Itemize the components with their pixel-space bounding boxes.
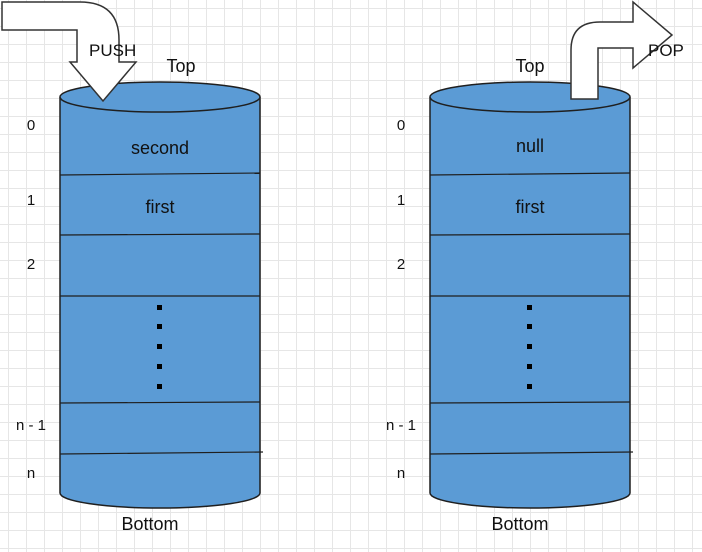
- right-index-2: 2: [397, 256, 405, 273]
- right-divider-4: [429, 401, 631, 404]
- pop-label: POP: [648, 41, 684, 60]
- left-index-2: 2: [27, 256, 35, 273]
- right-top-label: Top: [515, 56, 544, 76]
- right-ellipsis-dots: [527, 305, 532, 389]
- right-divider-2: [429, 233, 631, 236]
- left-divider-5: [59, 451, 264, 455]
- left-divider-2: [59, 233, 261, 236]
- right-divider-5: [429, 451, 634, 455]
- right-stack: null first 0 1 2 n - 1 n Top Bottom POP: [386, 0, 684, 534]
- left-top-label: Top: [166, 56, 195, 76]
- right-bottom-label: Bottom: [491, 514, 548, 534]
- push-label: PUSH: [89, 41, 136, 60]
- left-index-n: n: [27, 465, 35, 482]
- left-index-n-minus-1: n - 1: [16, 417, 46, 434]
- push-arrow-icon: [1, 1, 138, 103]
- left-divider-4: [59, 401, 261, 404]
- right-cell-1: first: [516, 197, 545, 217]
- left-cell-1: first: [146, 197, 175, 217]
- left-cylinder-body: [59, 97, 261, 509]
- right-index-n-minus-1: n - 1: [386, 417, 416, 434]
- left-cell-0: second: [131, 138, 189, 158]
- right-cell-0: null: [516, 136, 544, 156]
- left-index-1: 1: [27, 192, 35, 209]
- pop-arrow-icon: [570, 0, 674, 100]
- left-bottom-label: Bottom: [121, 514, 178, 534]
- left-index-0: 0: [27, 117, 35, 134]
- right-divider-1: [429, 172, 631, 176]
- right-index-0: 0: [397, 117, 405, 134]
- right-cylinder-top: [429, 81, 631, 113]
- right-index-n: n: [397, 465, 405, 482]
- left-ellipsis-dots: [157, 305, 162, 389]
- left-divider-1: [59, 172, 261, 176]
- right-cylinder-body: [429, 97, 631, 509]
- left-stack: second first 0 1 2 n - 1 n Top Bottom PU…: [1, 1, 264, 534]
- right-index-1: 1: [397, 192, 405, 209]
